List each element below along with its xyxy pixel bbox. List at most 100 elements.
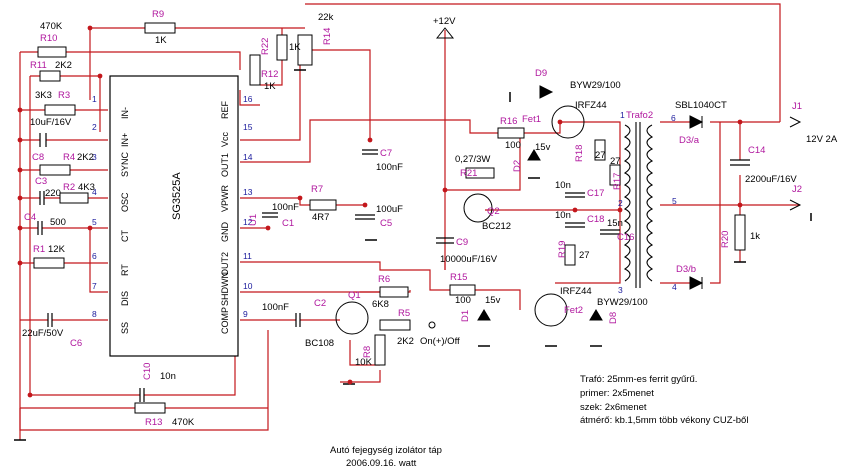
label-R11-value: 2K2 (55, 60, 72, 71)
label-R12-value: 1K (264, 81, 276, 92)
label-Q1-ref: Q1 (348, 290, 361, 301)
ic-pin-num-15: 15 (243, 122, 253, 132)
label-C8-ref: C8 (32, 152, 44, 163)
label-Q2-ref: Q2 (487, 206, 500, 217)
label-R1-value: 12K (48, 244, 66, 255)
ic-pin-label-Vcc: Vcc (220, 131, 230, 147)
label-D3a-ref: D3/a (679, 135, 700, 146)
ic-pin-num-4: 4 (92, 187, 97, 197)
label-R10-ref: R10 (40, 33, 57, 44)
switch-terminal-icon (428, 321, 436, 329)
label-R7-ref: R7 (311, 184, 323, 195)
ic-pin-label-DIS: DIS (120, 291, 130, 306)
label-C17-ref: C17 (587, 188, 604, 199)
label-R4-value: 2K2 (77, 152, 94, 163)
ic-pin-label-SS: SS (120, 322, 130, 334)
diagram-date: 2006.09.16. watt (346, 458, 417, 469)
diagram-title: Autó fejegység izolátor táp (330, 445, 442, 456)
label-R16-ref: R16 (500, 116, 517, 127)
ic-pin-label-OUT2: OUT2 (220, 252, 230, 276)
label-R1-ref: R1 (33, 244, 45, 255)
label-C3-value: 220 (45, 188, 61, 199)
node-3: 3 (618, 285, 623, 295)
label-R12-ref: R12 (261, 69, 278, 80)
ic-pin-label-GND: GND (220, 222, 230, 243)
label-Fet2-value: IRFZ44 (560, 286, 592, 297)
node-1: 1 (620, 110, 625, 120)
ic-pin-num-7: 7 (92, 281, 97, 291)
label-R18-ref: R18 (574, 145, 585, 162)
ic-pin-num-11: 11 (243, 251, 252, 261)
label-C10-value: 10n (160, 371, 176, 382)
label-R20-ref: R20 (720, 231, 731, 248)
label-C1-ref: C1 (282, 218, 294, 229)
label-R10-value: 470K (40, 21, 63, 32)
ic-pin-num-6: 6 (92, 251, 97, 261)
component-labels: R9 1K 470K R10 R11 2K2 3K3 R3 10uF/16V C… (22, 9, 838, 428)
label-R6-value: 6K8 (372, 299, 389, 310)
label-R21-ref: R21 (460, 168, 477, 179)
label-R17-ref: R17 (612, 173, 623, 190)
label-D1-ref: D1 (460, 310, 471, 322)
label-Q1-value: BC108 (305, 338, 334, 349)
ic-pin-label-SHDWN: SHDWN (220, 272, 230, 306)
label-D8-value: BYW29/100 (597, 297, 648, 308)
ic-pin-num-3: 3 (92, 152, 97, 162)
label-R4-ref: R4 (63, 152, 75, 163)
label-Fet1-ref: Fet1 (522, 114, 541, 125)
label-R22-ref: R22 (260, 38, 271, 55)
label-C16-value: 15n (607, 218, 623, 229)
ic-pin-label-IN-: IN- (120, 107, 130, 119)
label-R5-ref: R5 (398, 308, 410, 319)
label-C17-value: 10n (555, 180, 571, 191)
ic-pin-num-13: 13 (243, 187, 253, 197)
ic-pin-num-1: 1 (92, 94, 97, 104)
label-J2-ref: J2 (792, 184, 802, 195)
label-R14-ref: R14 (322, 28, 333, 45)
label-R13-value: 470K (172, 417, 195, 428)
label-C7-value: 100nF (376, 162, 403, 173)
label-C3-ref: C3 (35, 176, 47, 187)
label-R6-ref: R6 (378, 274, 390, 285)
label-Trafo2-ref: Trafo2 (626, 110, 653, 121)
label-C6-value: 22uF/50V (22, 328, 64, 339)
ic-pin-num-10: 10 (243, 281, 253, 291)
label-C14-ref: C14 (748, 145, 765, 156)
label-R2-ref: R2 (63, 182, 75, 193)
ic-pin-num-9: 9 (243, 309, 248, 319)
label-R14-value: 22k (318, 12, 334, 23)
label-C14-value: 2200uF/16V (745, 174, 797, 185)
label-C6-ref: C6 (70, 338, 82, 349)
label-supply: +12V (433, 16, 456, 27)
label-C9-ref: C9 (456, 237, 468, 248)
ic-pin-label-SYNC: SYNC (120, 151, 130, 177)
ic-pin-num-14: 14 (243, 152, 253, 162)
label-R21-value: 0,27/3W (455, 154, 490, 165)
label-R8-value: 10K (355, 357, 373, 368)
label-C1-value: 100nF (272, 202, 299, 213)
label-C8-value: 10uF/16V (30, 117, 72, 128)
label-R16-value: 100 (505, 140, 521, 151)
label-R11-ref: R11 (30, 60, 47, 71)
label-R5-value: 2K2 (397, 336, 414, 347)
wires (19, 3, 800, 440)
ic-pin-label-OSC: OSC (120, 192, 130, 212)
label-R9-ref: R9 (152, 9, 164, 20)
label-C5-value: 100uF (376, 204, 403, 215)
output-connectors (789, 116, 802, 211)
label-C4-value: 500 (50, 217, 66, 228)
label-R7-value: 4R7 (312, 212, 329, 223)
note-line4: átmérő: kb.1,5mm több vékony CUZ-ből (580, 415, 749, 426)
label-C2-value: 100nF (262, 302, 289, 313)
label-R18-value: 27 (595, 150, 606, 161)
label-C5-ref: C5 (380, 218, 392, 229)
node-6: 6 (671, 113, 676, 123)
ic-pin-label-OUT1: OUT1 (220, 153, 230, 177)
label-D2-value: 15v (535, 142, 551, 153)
transformer (623, 122, 654, 288)
label-switch: On(+)/Off (420, 336, 460, 347)
label-J1-ref: J1 (792, 101, 802, 112)
capacitor-plates (37, 133, 750, 402)
label-R9-value: 1K (155, 35, 167, 46)
label-D8-ref: D8 (608, 312, 619, 324)
